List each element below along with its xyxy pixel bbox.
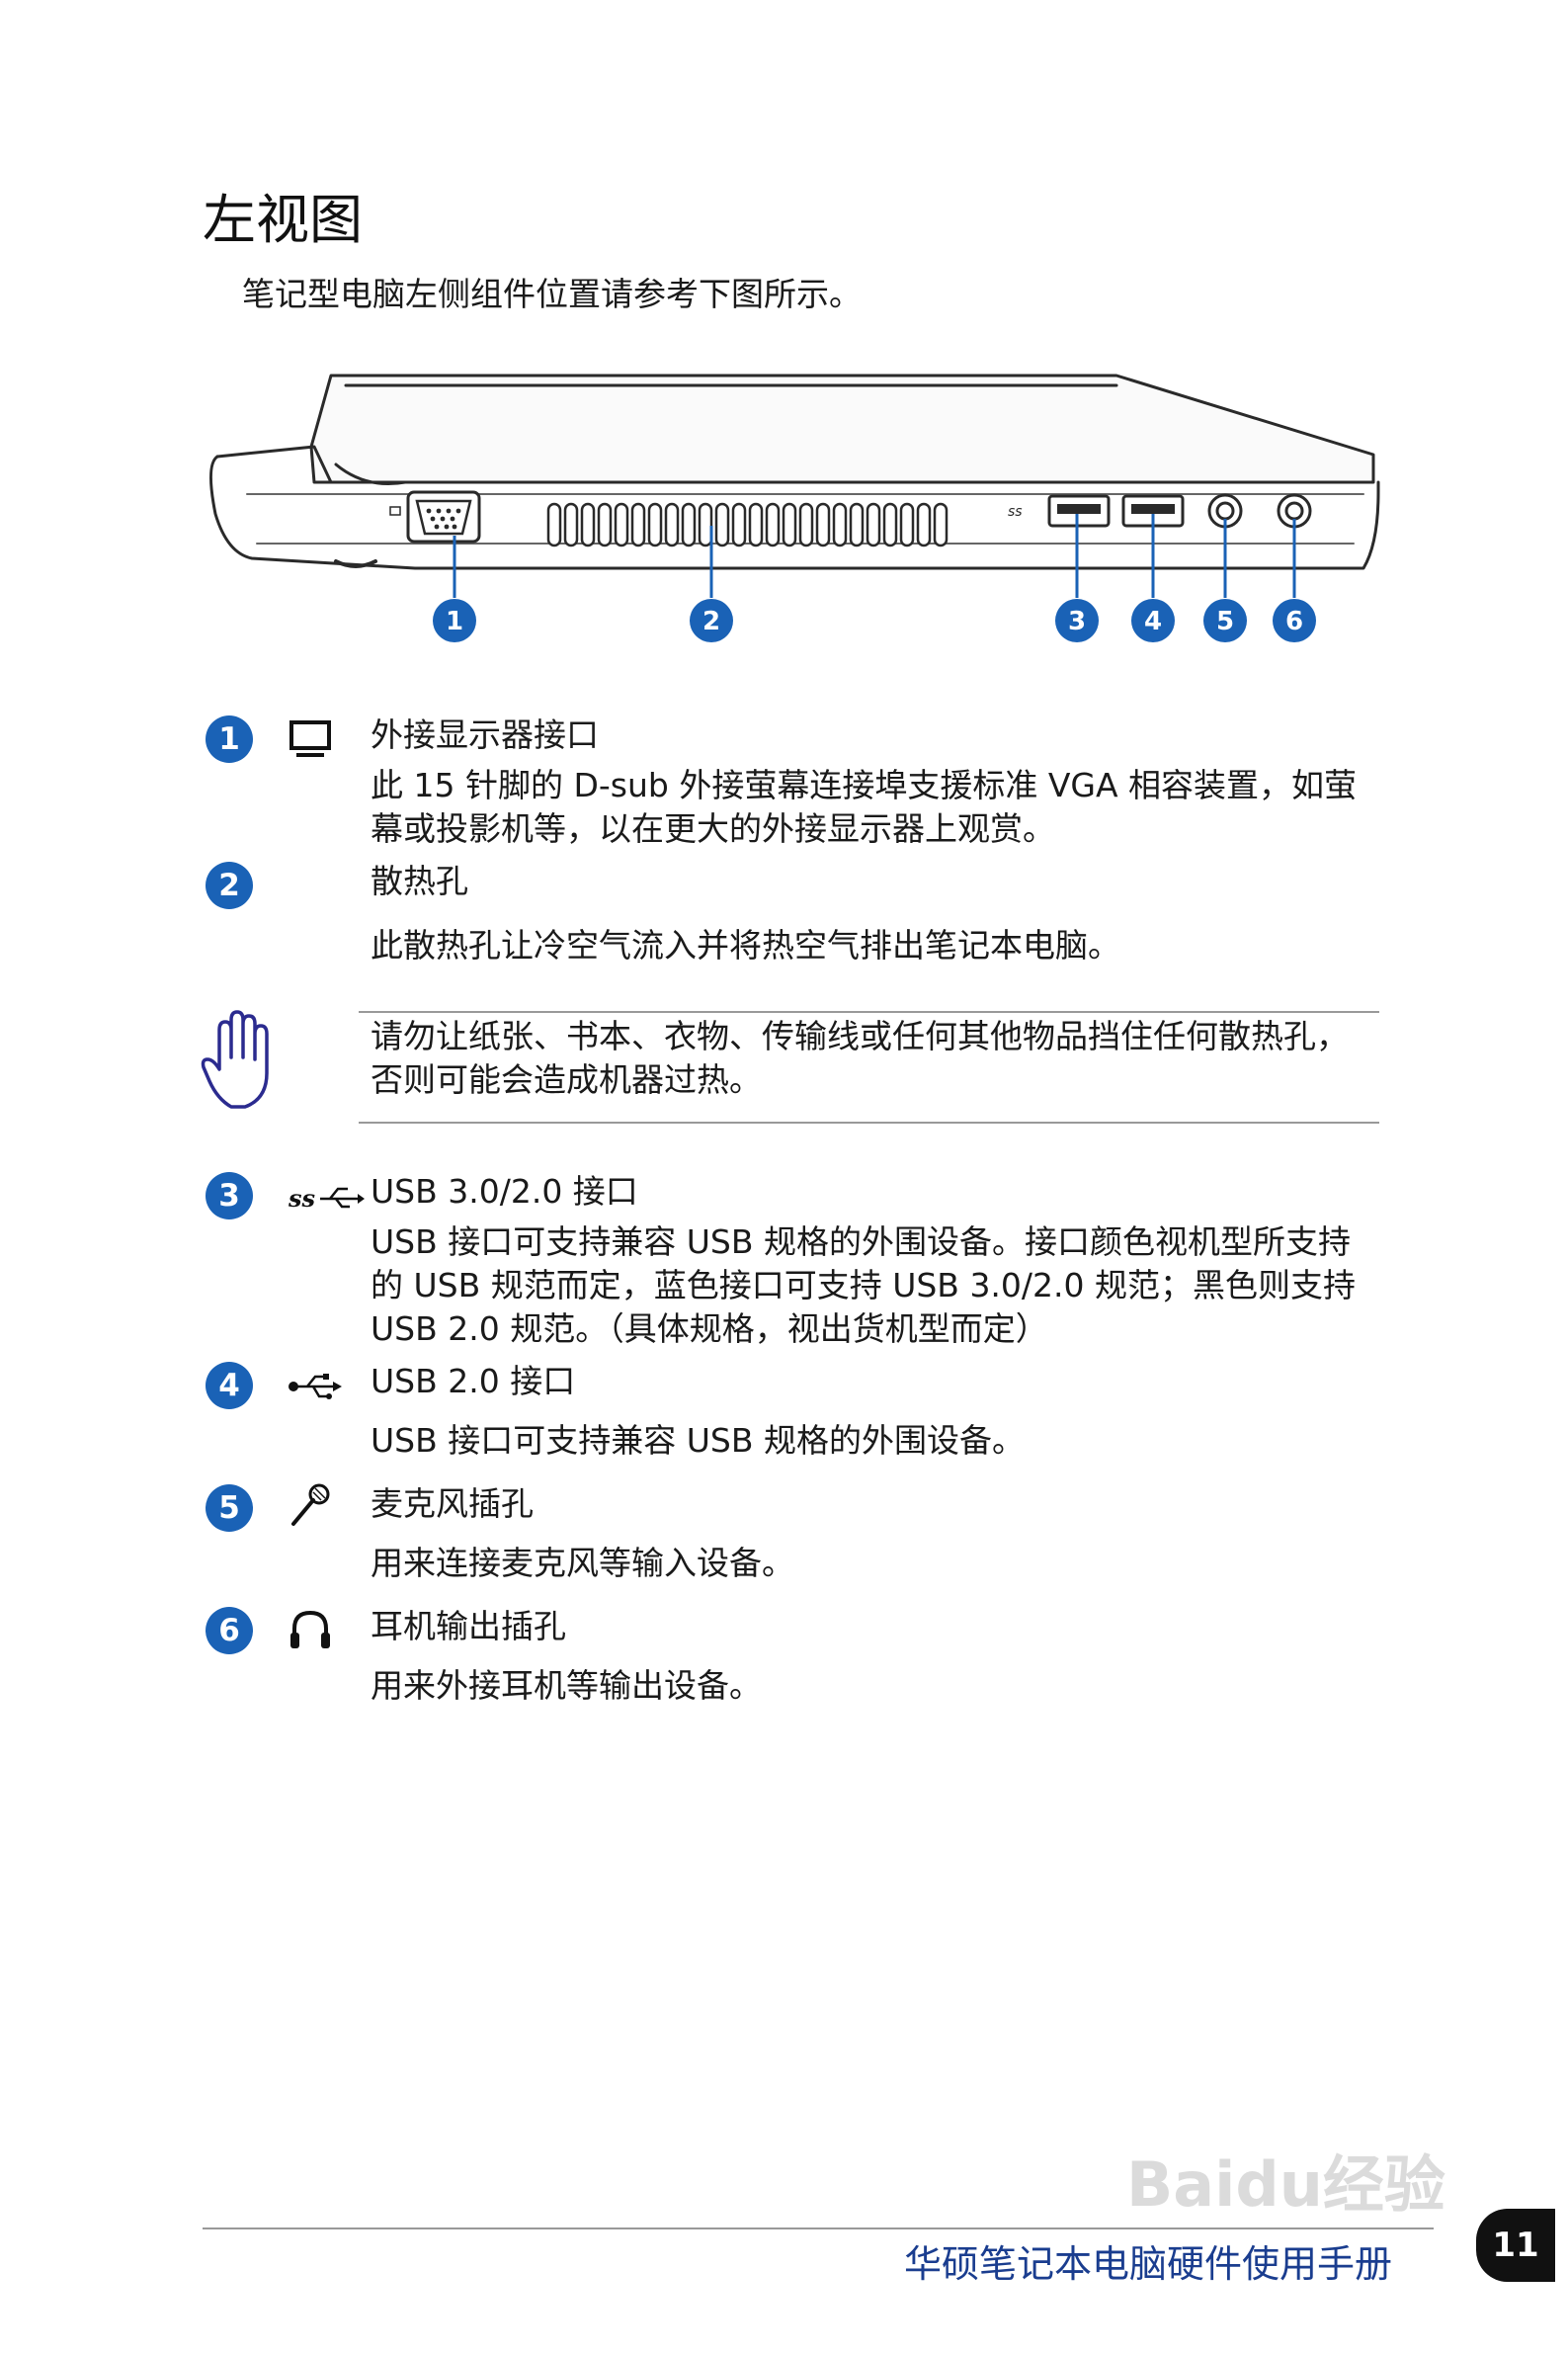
item-number-4: 4 — [206, 1362, 253, 1409]
callout-2: 2 — [702, 607, 720, 636]
callout-5: 5 — [1216, 607, 1234, 636]
usb3-port: ss — [1008, 494, 1111, 528]
usb3-icon: ss — [287, 1172, 366, 1221]
usb-icon — [287, 1362, 344, 1411]
vga-port — [389, 490, 481, 544]
callout-6: 6 — [1285, 607, 1303, 636]
item-label-1: 外接显示器接口 — [371, 715, 599, 754]
callout-1: 1 — [446, 607, 463, 636]
manual-title: 华硕笔记本电脑硬件使用手册 — [904, 2242, 1393, 2286]
headphone-icon — [282, 1605, 339, 1654]
item-label-5: 麦克风插孔 — [371, 1484, 534, 1523]
warning-box — [359, 1011, 1379, 1124]
item-label-6: 耳机输出插孔 — [371, 1607, 566, 1645]
warning-text: 请勿让纸张、书本、衣物、传输线或任何其他物品挡住任何散热孔，否则可能会造成机器过… — [371, 1017, 1349, 1099]
item-desc-3: USB 接口可支持兼容 USB 规格的外围设备。接口颜色视机型所支持的 USB … — [371, 1222, 1357, 1348]
monitor-icon — [282, 715, 339, 765]
microphone-jack — [1207, 493, 1243, 529]
item-desc-4: USB 接口可支持兼容 USB 规格的外围设备。 — [371, 1421, 1025, 1460]
svg-text:ss: ss — [288, 1184, 316, 1213]
item-number-6: 6 — [206, 1607, 253, 1654]
page-title: 左视图 — [203, 189, 363, 251]
footer-divider — [203, 2227, 1434, 2229]
laptop-left-side-diagram: ss 1 2 3 4 5 6 — [209, 374, 1380, 642]
callout-3: 3 — [1068, 607, 1086, 636]
item-number-2: 2 — [206, 862, 253, 909]
item-desc-5: 用来连接麦克风等输入设备。 — [371, 1544, 794, 1582]
microphone-icon — [282, 1480, 339, 1530]
watermark: Baidu经验 — [1126, 2148, 1445, 2221]
item-number-1: 1 — [206, 715, 253, 763]
page-number: 11 — [1476, 2209, 1555, 2282]
item-desc-2: 此散热孔让冷空气流入并将热空气排出笔记本电脑。 — [371, 926, 1120, 965]
item-label-2: 散热孔 — [371, 862, 468, 900]
item-label-3: USB 3.0/2.0 接口 — [371, 1172, 638, 1211]
hand-stop-icon — [198, 1008, 277, 1121]
item-desc-1: 此 15 针脚的 D-sub 外接萤幕连接埠支援标准 VGA 相容装置，如萤幕或… — [371, 766, 1358, 848]
intro-text: 笔记型电脑左侧组件位置请参考下图所示。 — [242, 275, 862, 313]
item-desc-6: 用来外接耳机等输出设备。 — [371, 1666, 762, 1705]
svg-text:ss: ss — [1008, 504, 1023, 520]
item-number-5: 5 — [206, 1484, 253, 1532]
item-label-4: USB 2.0 接口 — [371, 1362, 576, 1400]
callout-4: 4 — [1144, 607, 1162, 636]
air-vents — [546, 502, 949, 547]
item-number-3: 3 — [206, 1172, 253, 1219]
